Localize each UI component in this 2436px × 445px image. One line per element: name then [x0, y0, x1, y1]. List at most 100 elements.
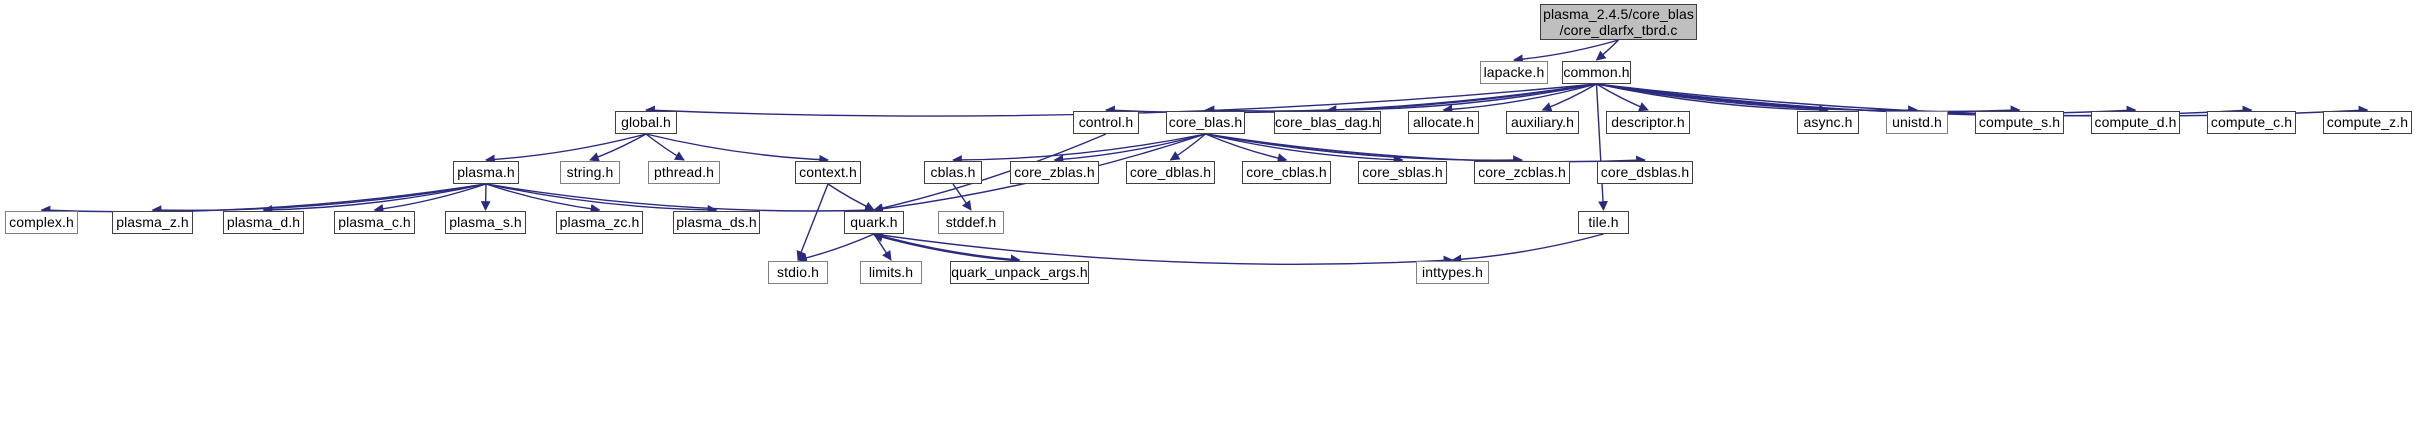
edge-plasma-to-plasma_s [480, 183, 491, 211]
edge-plasma-to-plasma_c [373, 183, 487, 214]
edge-plasma-to-plasma_zc [485, 183, 601, 214]
node-cblas[interactable]: cblas.h [924, 161, 982, 184]
node-label-core_cblas: core_cblas.h [1246, 164, 1327, 181]
node-plasma_ds[interactable]: plasma_ds.h [673, 211, 760, 234]
node-control[interactable]: control.h [1073, 111, 1139, 134]
node-limits[interactable]: limits.h [860, 261, 922, 284]
node-plasma_zc[interactable]: plasma_zc.h [556, 211, 643, 234]
node-lapacke[interactable]: lapacke.h [1480, 61, 1548, 84]
node-label-complex: complex.h [9, 214, 74, 231]
edge-common-to-async [1596, 83, 1829, 115]
edge-plasma-to-plasma_z [151, 183, 487, 216]
node-label-compute_d: compute_d.h [2094, 114, 2177, 131]
node-quark[interactable]: quark.h [844, 211, 904, 234]
node-label-stdio: stdio.h [777, 264, 819, 281]
edge-common-to-compute_d [1596, 83, 2137, 116]
node-label-core_zblas: core_zblas.h [1014, 164, 1095, 181]
edge-plasma-to-complex [40, 183, 487, 216]
node-label-root: plasma_2.4.5/core_blas /core_dlarfx_tbrd… [1543, 5, 1694, 38]
node-plasma_s[interactable]: plasma_s.h [445, 211, 526, 234]
node-pthread[interactable]: pthread.h [648, 161, 720, 184]
node-core_blas_dag[interactable]: core_blas_dag.h [1274, 111, 1381, 134]
node-common[interactable]: common.h [1562, 61, 1631, 84]
node-string[interactable]: string.h [560, 161, 620, 184]
edge-quark-to-stdio [797, 233, 875, 263]
node-label-cblas: cblas.h [930, 164, 976, 181]
edge-common-to-tile [1595, 83, 1608, 211]
node-label-compute_s: compute_s.h [1978, 114, 2061, 131]
edge-global-to-pthread [645, 133, 685, 161]
node-root[interactable]: plasma_2.4.5/core_blas /core_dlarfx_tbrd… [1540, 4, 1697, 40]
node-compute_s[interactable]: compute_s.h [1975, 111, 2064, 134]
edge-quark-to-quark_unpack_args [873, 233, 1021, 265]
node-quark_unpack_args[interactable]: quark_unpack_args.h [950, 261, 1089, 284]
node-context[interactable]: context.h [795, 161, 861, 184]
node-label-unistd: unistd.h [1892, 114, 1942, 131]
edge-common-to-allocate [1442, 83, 1597, 115]
edge-common-to-control [1105, 83, 1597, 116]
edge-core_blas-to-core_sblas [1205, 133, 1404, 165]
node-label-core_blas: core_blas.h [1168, 114, 1243, 131]
node-core_cblas[interactable]: core_cblas.h [1242, 161, 1331, 184]
edge-core_blas-to-core_dsblas [1205, 133, 1646, 166]
node-label-async: async.h [1803, 114, 1853, 131]
node-label-control: control.h [1078, 114, 1134, 131]
node-tile[interactable]: tile.h [1578, 211, 1629, 234]
node-label-compute_c: compute_c.h [2210, 114, 2293, 131]
node-unistd[interactable]: unistd.h [1886, 111, 1948, 134]
node-label-core_dblas: core_dblas.h [1129, 164, 1212, 181]
node-plasma_z[interactable]: plasma_z.h [112, 211, 193, 234]
edge-global-to-context [645, 133, 829, 165]
edge-plasma-to-quark [485, 183, 875, 216]
node-core_zblas[interactable]: core_zblas.h [1010, 161, 1099, 184]
node-label-allocate: allocate.h [1413, 114, 1474, 131]
node-label-lapacke: lapacke.h [1483, 64, 1545, 81]
node-label-common: common.h [1563, 64, 1630, 81]
node-label-plasma_zc: plasma_zc.h [559, 214, 640, 231]
node-label-global: global.h [621, 114, 671, 131]
node-compute_d[interactable]: compute_d.h [2091, 111, 2180, 134]
node-complex[interactable]: complex.h [5, 211, 78, 234]
node-stdio[interactable]: stdio.h [768, 261, 828, 284]
node-label-quark: quark.h [850, 214, 898, 231]
node-label-compute_z: compute_z.h [2326, 114, 2409, 131]
node-label-string: string.h [566, 164, 614, 181]
node-label-inttypes: inttypes.h [1422, 264, 1483, 281]
node-async[interactable]: async.h [1797, 111, 1859, 134]
node-core_dsblas[interactable]: core_dsblas.h [1597, 161, 1693, 184]
node-plasma_d[interactable]: plasma_d.h [223, 211, 304, 234]
node-core_sblas[interactable]: core_sblas.h [1358, 161, 1447, 184]
node-compute_z[interactable]: compute_z.h [2323, 111, 2412, 134]
node-stddef[interactable]: stddef.h [938, 211, 1004, 234]
node-label-pthread: pthread.h [653, 164, 715, 181]
node-label-core_sblas: core_sblas.h [1362, 164, 1443, 181]
node-label-plasma_d: plasma_d.h [226, 214, 301, 231]
node-plasma[interactable]: plasma.h [453, 161, 519, 184]
node-allocate[interactable]: allocate.h [1408, 111, 1479, 134]
node-label-auxiliary: auxiliary.h [1510, 114, 1575, 131]
edge-global-to-string [589, 133, 647, 162]
node-label-tile: tile.h [1588, 214, 1619, 231]
node-inttypes[interactable]: inttypes.h [1416, 261, 1489, 284]
edge-tile-to-inttypes [1451, 233, 1604, 265]
edge-plasma-to-plasma_ds [485, 183, 718, 215]
node-global[interactable]: global.h [615, 111, 677, 134]
node-descriptor[interactable]: descriptor.h [1606, 111, 1690, 134]
node-core_dblas[interactable]: core_dblas.h [1126, 161, 1215, 184]
node-label-quark_unpack_args: quark_unpack_args.h [951, 264, 1088, 281]
edge-core_blas-to-core_zblas [1053, 133, 1206, 165]
node-plasma_c[interactable]: plasma_c.h [334, 211, 415, 234]
node-core_blas[interactable]: core_blas.h [1166, 111, 1245, 134]
edge-common-to-auxiliary [1541, 83, 1597, 112]
edge-context-to-stdio [796, 183, 829, 261]
node-compute_c[interactable]: compute_c.h [2207, 111, 2296, 134]
node-label-core_zcblas: core_zcblas.h [1478, 164, 1566, 181]
node-auxiliary[interactable]: auxiliary.h [1506, 111, 1579, 134]
edge-quark-to-limits [873, 233, 892, 261]
edge-common-to-unistd [1596, 83, 1918, 116]
node-label-plasma_s: plasma_s.h [449, 214, 522, 231]
node-label-stddef: stddef.h [945, 214, 997, 231]
edge-global-to-plasma [485, 133, 647, 165]
node-core_zcblas[interactable]: core_zcblas.h [1474, 161, 1570, 184]
edge-plasma-to-plasma_d [262, 183, 487, 215]
